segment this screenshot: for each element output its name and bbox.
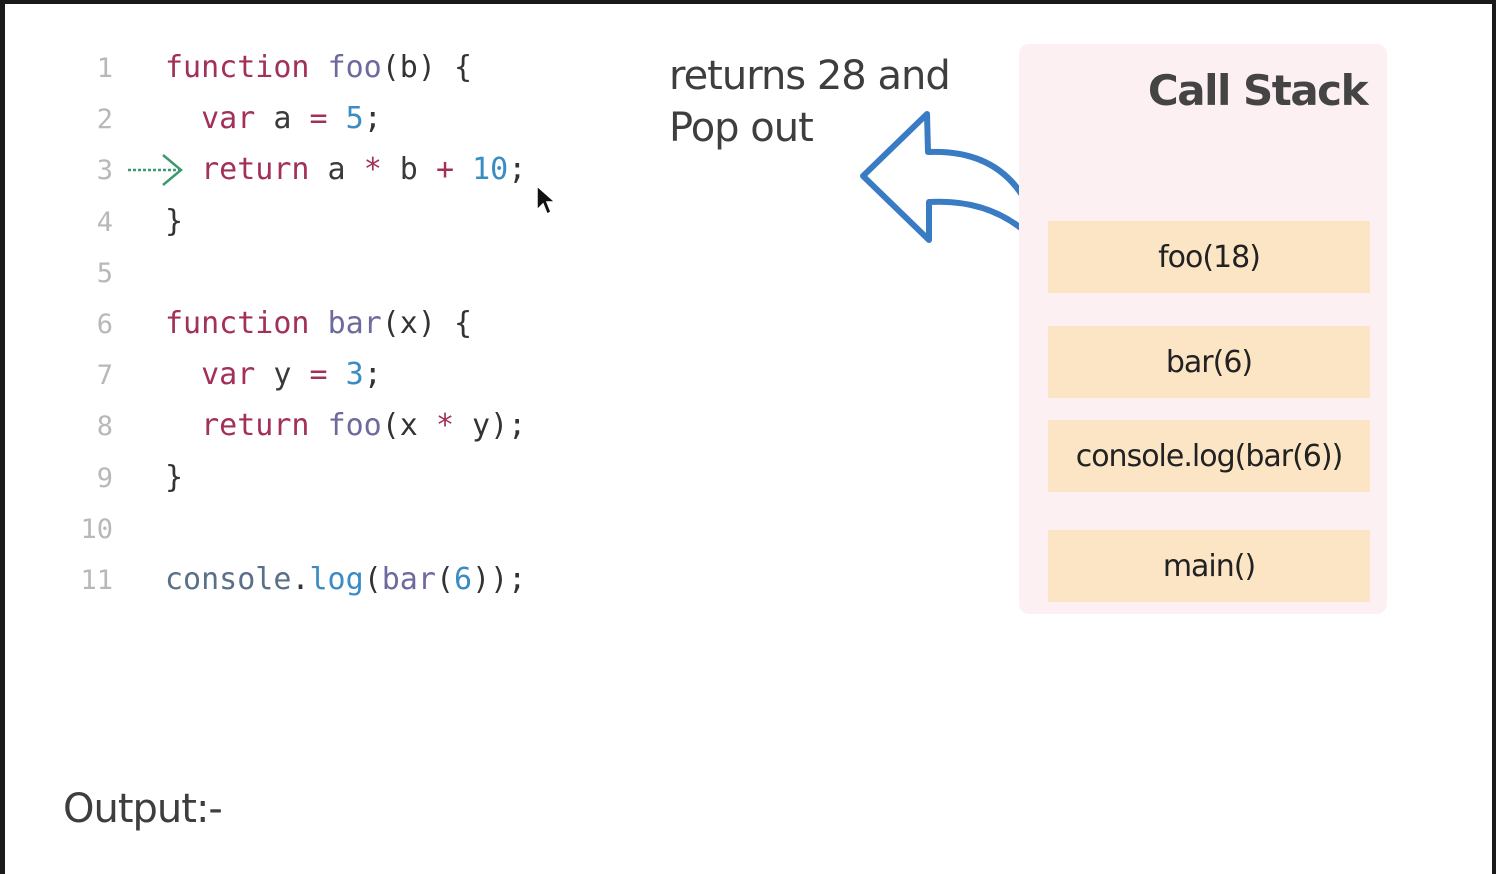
line-number: 9 (96, 462, 113, 494)
code-token (310, 50, 328, 85)
code-text: console.log(bar(6)); (165, 554, 526, 605)
code-token: . (291, 561, 310, 597)
code-token: var (201, 357, 256, 393)
code-token: 6 (454, 561, 473, 597)
code-token: )); (472, 561, 527, 597)
code-text: function foo(b) { (165, 42, 472, 93)
code-token: console (165, 561, 292, 597)
code-line: 4} (65, 196, 183, 247)
code-token: * (363, 152, 382, 188)
right-arrow-icon (128, 154, 183, 186)
code-token: 5 (345, 101, 364, 137)
annotation-line-1: returns 28 and (669, 53, 951, 99)
code-token: return (201, 408, 310, 444)
code-token: = (309, 357, 328, 393)
code-token: } (165, 203, 184, 239)
code-line: 5 (65, 247, 113, 298)
code-token: y (255, 357, 310, 393)
annotation-line-2: Pop out (669, 105, 814, 151)
line-number: 7 (96, 360, 113, 392)
code-token: foo (327, 408, 382, 444)
code-token: ( (435, 561, 454, 597)
code-token: (x (381, 408, 436, 444)
code-token: ; (363, 101, 382, 137)
code-token: } (165, 459, 184, 495)
code-token: 3 (345, 357, 364, 393)
code-token (310, 408, 328, 443)
code-token: var (201, 101, 256, 137)
code-token: 10 (472, 152, 509, 188)
code-token: ( (363, 561, 382, 597)
code-token: + (435, 152, 454, 188)
code-line: 7 var y = 3; (65, 349, 382, 400)
stack-frame-foo: foo(18) (1048, 221, 1370, 293)
line-number: 3 (96, 155, 113, 187)
line-number: 6 (96, 308, 113, 340)
code-token: a (255, 101, 310, 137)
code-token: bar (381, 561, 436, 597)
call-stack-title: Call Stack (1147, 66, 1369, 115)
code-token: foo (327, 50, 382, 85)
code-line: 10 (65, 503, 113, 554)
code-text: var a = 5; (165, 93, 382, 144)
code-line: 2 var a = 5; (65, 93, 382, 144)
code-line: 3 return a * b + 10; (65, 144, 527, 195)
annotation-text: returns 28 and Pop out (669, 50, 999, 154)
stack-frame-main: main() (1048, 530, 1370, 602)
code-token: function (165, 305, 310, 341)
code-token (310, 306, 328, 341)
stack-frame-console-log: console.log(bar(6)) (1048, 420, 1370, 492)
code-token: return (201, 152, 310, 188)
code-token: bar (327, 305, 382, 341)
code-line: 9} (65, 452, 183, 503)
code-text: return foo(x * y); (165, 400, 526, 451)
line-number: 1 (96, 53, 113, 84)
code-token (328, 357, 346, 392)
code-text: } (165, 452, 183, 503)
code-token (328, 101, 346, 136)
code-token: function (165, 50, 310, 85)
code-text: function bar(x) { (165, 298, 472, 349)
code-text: return a * b + 10; (165, 144, 526, 195)
code-line: 1 function foo(b) { (65, 42, 472, 93)
line-number: 8 (96, 411, 113, 443)
code-token: ; (508, 152, 527, 188)
code-token: a (309, 152, 364, 188)
call-stack-panel: Call Stack foo(18) bar(6) console.log(ba… (1019, 44, 1387, 614)
mouse-cursor-icon (536, 184, 557, 216)
code-line: 8 return foo(x * y); (65, 400, 527, 451)
code-token: ; (363, 357, 382, 393)
code-token: * (435, 408, 454, 444)
code-token: = (309, 101, 328, 137)
line-number: 11 (80, 564, 113, 596)
code-text: } (165, 196, 183, 247)
code-token (165, 101, 201, 136)
code-token: b (381, 152, 436, 188)
code-line: 6 function bar(x) { (65, 298, 472, 349)
stack-frame-bar: bar(6) (1048, 326, 1370, 398)
code-token (165, 357, 201, 392)
line-number: 4 (96, 206, 113, 238)
code-token: (x) { (381, 305, 473, 341)
line-number: 10 (80, 513, 113, 545)
code-token (165, 408, 201, 443)
code-token: log (309, 561, 364, 597)
code-text: var y = 3; (165, 349, 382, 400)
code-token: (b) { (381, 50, 473, 85)
code-token: y); (454, 408, 527, 444)
line-number: 5 (96, 257, 113, 289)
line-number: 2 (96, 104, 113, 136)
code-token (454, 152, 472, 187)
output-label: Output:- (63, 786, 223, 832)
